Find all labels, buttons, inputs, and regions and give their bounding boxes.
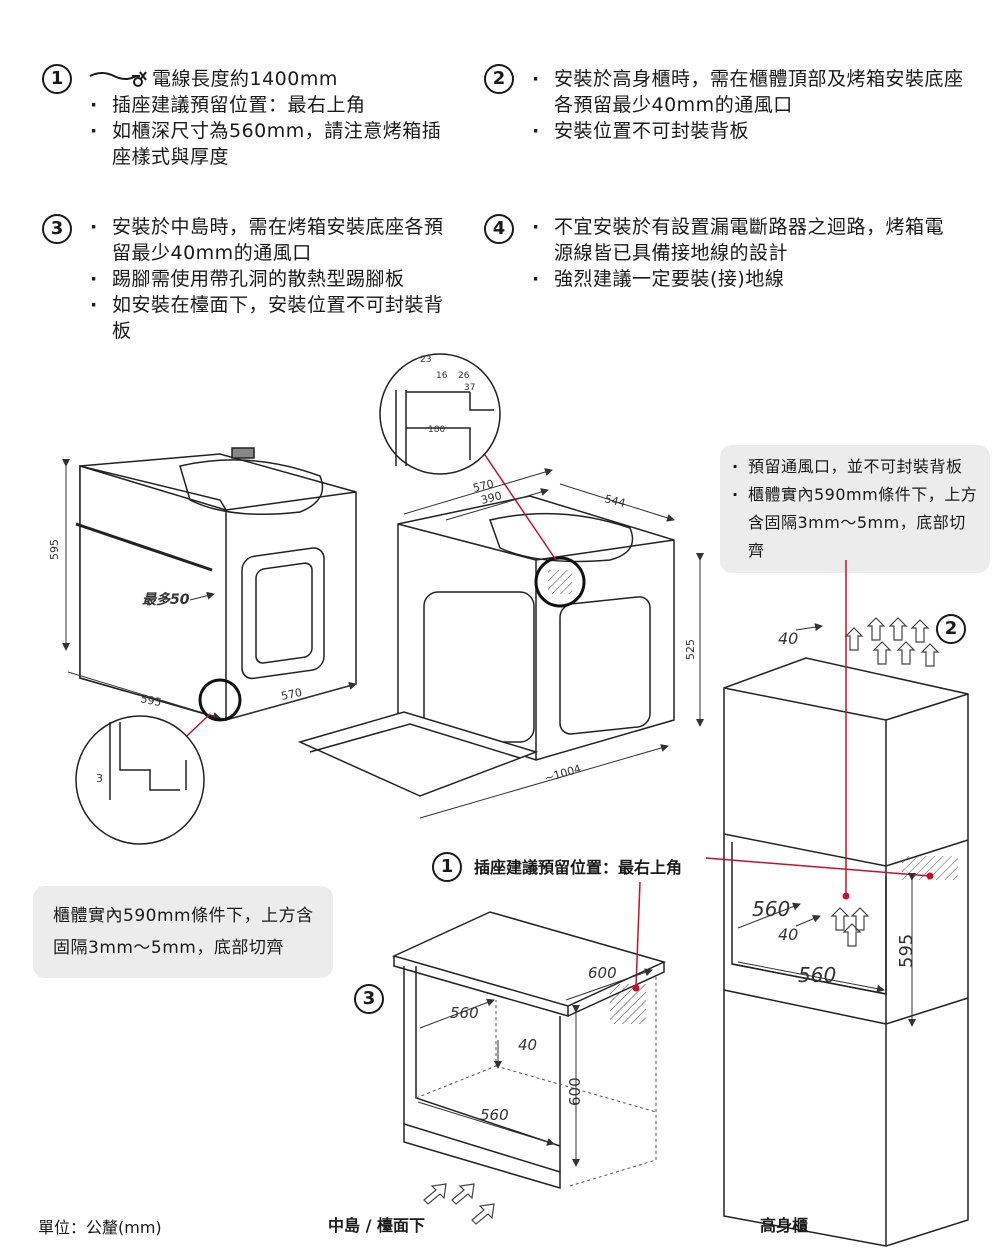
island-dim-600-vertical-label: 600 (566, 1077, 584, 1106)
note-4-item-2: 強烈建議一定要裝(接)地線 (530, 266, 960, 292)
cabinet-note-text: 櫃體實內590mm條件下，上方含固隔3mm～5mm，底部切齊 (53, 906, 314, 958)
note-3-item-1: 安裝於中島時，需在烤箱安裝底座各預留最少40mm的通風口 (88, 214, 458, 266)
note-4-number: 4 (484, 214, 514, 244)
note-3-number: 3 (42, 214, 72, 244)
ventilation-note-1: 預留通風口，並不可封裝背板 (730, 453, 980, 481)
note-4: 不宜安裝於有設置漏電斷路器之迴路，烤箱電源線皆已具備接地線的設計 強烈建議一定要… (530, 214, 960, 292)
outlet-position-callout: 插座建議預留位置：最右上角 (474, 858, 683, 877)
dim-50-label: 最多50 (142, 591, 190, 608)
dim-37-label: 37 (464, 383, 475, 393)
dim-1004-label: ~1004 (543, 762, 582, 785)
note-1-number: 1 (42, 64, 72, 94)
tall-dim-560-top-label: 560 (752, 897, 790, 921)
note-1-item-2: 如櫃深尺寸為560mm，請注意烤箱插座樣式與厚度 (88, 118, 448, 170)
note-1: 電線長度約1400mm 插座建議預留位置：最右上角 如櫃深尺寸為560mm，請注… (88, 66, 448, 170)
island-caption: 中島 / 檯面下 (328, 1216, 425, 1235)
callout-2-number: 2 (936, 614, 966, 644)
island-dim-560-bottom-label: 560 (480, 1106, 509, 1124)
unit-label: 單位：公釐(mm) (38, 1218, 162, 1237)
tall-dim-40-top-label: 40 (778, 629, 798, 648)
note-2-item-1: 安裝於高身櫃時，需在櫃體頂部及烤箱安裝底座各預留最少40mm的通風口 (530, 66, 970, 118)
airflow-arrows-mid (830, 907, 870, 947)
dim-3-label: 3 (96, 772, 103, 785)
cable-icon (88, 68, 150, 97)
dim-570-b-label: 570 (472, 477, 496, 495)
note-2-number: 2 (484, 64, 514, 94)
island-cabinet (391, 911, 667, 1190)
dim-570-a-label: 570 (280, 686, 303, 703)
tall-cabinet-caption: 高身櫃 (760, 1216, 809, 1235)
oven-left (75, 447, 357, 721)
dim-544-label: 544 (603, 492, 627, 510)
dim-26-label: 26 (458, 371, 470, 381)
dim-595-height-label: 595 (48, 539, 61, 560)
note-4-item-1: 不宜安裝於有設置漏電斷路器之迴路，烤箱電源線皆已具備接地線的設計 (530, 214, 960, 266)
dim-390-label: 390 (480, 489, 504, 507)
note-1-first-line: 電線長度約1400mm (152, 68, 338, 90)
airflow-arrows-top (844, 617, 940, 667)
island-dim-600-top-label: 600 (588, 964, 617, 982)
oven-center (297, 495, 675, 797)
note-3-item-3: 如安裝在檯面下，安裝位置不可封裝背板 (88, 292, 458, 344)
tall-dim-595-label: 595 (896, 934, 917, 968)
tall-cabinet (723, 657, 969, 1247)
airflow-arrows-island (423, 1183, 495, 1225)
dim-23-label: 23 (420, 355, 431, 365)
dim-16-label: 16 (436, 371, 448, 381)
callout-1-number: 1 (432, 852, 462, 882)
note-1-item-1: 插座建議預留位置：最右上角 (88, 92, 448, 118)
cabinet-note-box: 櫃體實內590mm條件下，上方含固隔3mm～5mm，底部切齊 (33, 886, 333, 978)
dim-525-label: 525 (684, 639, 697, 660)
dim-595-width-label: 595 (139, 692, 162, 709)
dim-180-label: 180 (428, 425, 445, 435)
note-3: 安裝於中島時，需在烤箱安裝底座各預留最少40mm的通風口 踢腳需使用帶孔洞的散熱… (88, 214, 458, 344)
note-2: 安裝於高身櫃時，需在櫃體頂部及烤箱安裝底座各預留最少40mm的通風口 安裝位置不… (530, 66, 970, 144)
tall-dim-40-mid-label: 40 (778, 925, 798, 944)
island-dim-40-label: 40 (518, 1036, 537, 1054)
detail-bottom-gap (75, 715, 205, 845)
note-3-item-2: 踢腳需使用帶孔洞的散熱型踢腳板 (88, 266, 458, 292)
detail-marker-top (534, 556, 586, 608)
ventilation-note-box: 預留通風口，並不可封裝背板 櫃體實內590mm條件下，上方含固隔3mm～5mm，… (720, 445, 990, 573)
detail-marker-bottom (198, 678, 242, 722)
island-dim-560-top-label: 560 (450, 1004, 479, 1022)
ventilation-note-2: 櫃體實內590mm條件下，上方含固隔3mm～5mm，底部切齊 (730, 481, 980, 565)
note-2-item-2: 安裝位置不可封裝背板 (530, 118, 970, 144)
callout-3-number: 3 (354, 984, 384, 1014)
